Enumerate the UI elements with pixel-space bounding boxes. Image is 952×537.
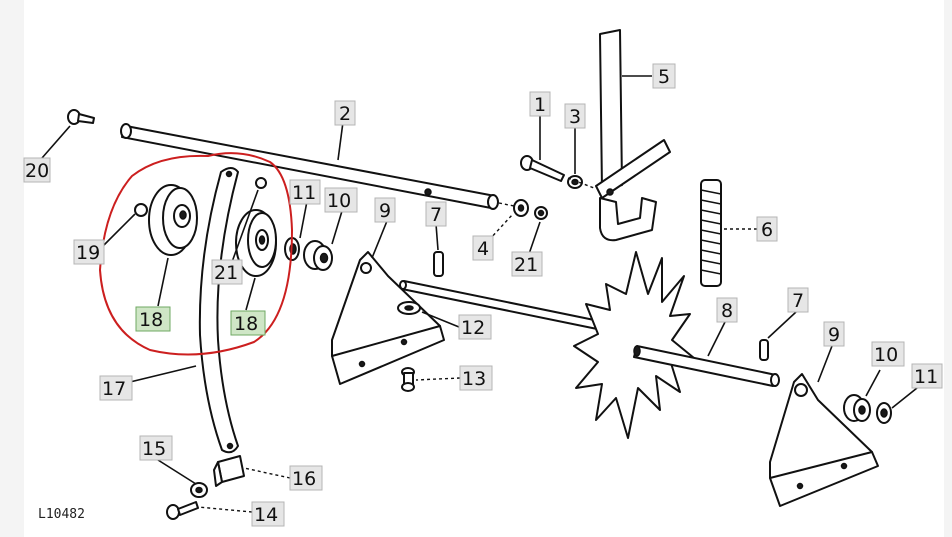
part-6-spring — [700, 179, 722, 287]
label-4: 4 — [472, 235, 494, 261]
label-8: 8 — [716, 297, 738, 323]
svg-text:7: 7 — [430, 204, 442, 226]
svg-text:5: 5 — [658, 66, 670, 88]
svg-text:9: 9 — [828, 324, 840, 346]
svg-text:19: 19 — [76, 242, 100, 264]
part-5-bracket — [595, 29, 671, 242]
label-21-b: 21 — [211, 259, 243, 285]
svg-text:21: 21 — [214, 262, 238, 284]
part-18-pulley-left — [148, 184, 198, 256]
part-10-bushing-right — [843, 394, 871, 422]
label-10-b: 10 — [871, 341, 905, 367]
leader-lines — [41, 75, 918, 513]
label-19: 19 — [73, 239, 105, 265]
svg-text:13: 13 — [462, 368, 486, 390]
part-9-plate-right — [769, 373, 879, 507]
svg-text:10: 10 — [874, 344, 898, 366]
svg-text:14: 14 — [254, 504, 278, 526]
part-10-bushing — [303, 240, 333, 271]
part-4-washer — [513, 199, 529, 217]
svg-text:21: 21 — [514, 254, 538, 276]
svg-text:12: 12 — [461, 317, 485, 339]
label-9-b: 9 — [823, 321, 845, 347]
svg-text:3: 3 — [569, 106, 581, 128]
svg-text:15: 15 — [142, 438, 166, 460]
label-18-left: 18 — [135, 306, 171, 332]
label-17: 17 — [99, 375, 133, 401]
label-12: 12 — [458, 314, 492, 340]
part-20-bolt — [67, 109, 95, 125]
svg-text:1: 1 — [534, 94, 546, 116]
svg-text:18: 18 — [234, 313, 258, 335]
svg-text:20: 20 — [25, 160, 49, 182]
part-3-nut — [567, 175, 583, 189]
part-7-pin-a — [433, 251, 444, 277]
label-16: 16 — [289, 465, 323, 491]
label-13: 13 — [459, 365, 493, 391]
part-18-pulley-right — [235, 209, 277, 277]
part-7-pin-b — [759, 339, 769, 361]
label-3: 3 — [564, 103, 586, 129]
part-1-bolt — [520, 155, 565, 182]
part-14-bolt — [166, 501, 199, 520]
part-21-nut-b — [255, 177, 267, 189]
label-15: 15 — [139, 435, 173, 461]
label-1: 1 — [529, 91, 551, 117]
svg-text:10: 10 — [327, 190, 351, 212]
svg-text:2: 2 — [339, 103, 351, 125]
assembly-line-1 — [567, 177, 595, 189]
label-20: 20 — [23, 157, 51, 183]
svg-text:6: 6 — [761, 219, 773, 241]
label-2: 2 — [334, 100, 356, 126]
label-6: 6 — [756, 216, 778, 242]
label-5: 5 — [652, 63, 676, 89]
svg-text:8: 8 — [721, 300, 733, 322]
part-21-nut — [534, 206, 548, 220]
part-star-wheel — [573, 251, 695, 439]
label-7: 7 — [425, 201, 447, 227]
label-11-b: 11 — [911, 363, 943, 389]
label-14: 14 — [251, 501, 285, 527]
label-7-b: 7 — [787, 287, 809, 313]
svg-text:7: 7 — [792, 290, 804, 312]
label-9: 9 — [374, 197, 396, 223]
drawing-code: L10482 — [38, 507, 85, 522]
part-19-nut — [134, 203, 148, 217]
svg-text:9: 9 — [379, 200, 391, 222]
svg-text:4: 4 — [477, 238, 489, 260]
svg-text:11: 11 — [914, 366, 938, 388]
part-9-plate-left — [331, 251, 445, 385]
highlight-circle — [98, 152, 294, 356]
part-12-washer — [397, 301, 421, 315]
assembly-line-2 — [498, 202, 515, 207]
svg-text:17: 17 — [102, 378, 126, 400]
part-13-coupler — [401, 367, 415, 392]
part-8-shaft — [633, 345, 780, 387]
label-21: 21 — [511, 251, 543, 277]
part-11-nut-right — [876, 402, 892, 424]
svg-text:11: 11 — [292, 182, 316, 204]
part-17-arm — [198, 167, 239, 454]
part-15-nut — [190, 482, 208, 498]
label-11: 11 — [289, 179, 321, 205]
label-18-right: 18 — [230, 310, 266, 336]
label-10: 10 — [324, 187, 358, 213]
svg-text:18: 18 — [139, 309, 163, 331]
part-2-rod — [120, 123, 499, 210]
svg-text:16: 16 — [292, 468, 316, 490]
part-16-clip — [213, 455, 245, 487]
